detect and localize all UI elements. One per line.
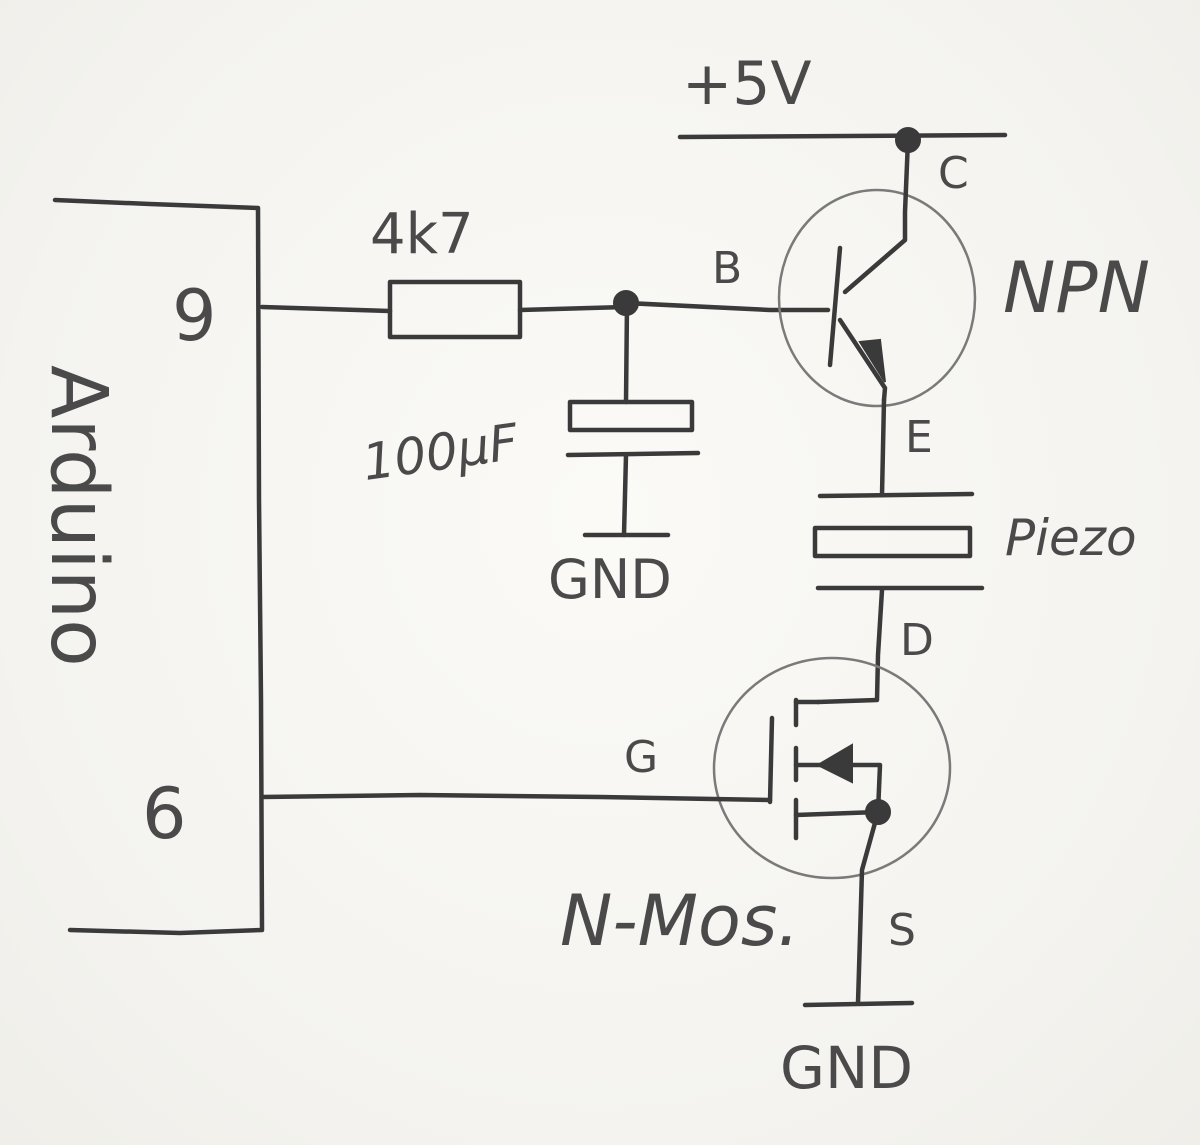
nmos-drain-label: D [900,615,934,666]
nmos-gate-bar [767,715,775,805]
nmos-transistor [712,656,952,880]
capacitor-plate [565,450,701,458]
npn-transistor [777,137,977,408]
npn-collector-label: C [938,148,969,199]
wire-source-gnd [855,809,881,1006]
pin-6-label: 6 [142,773,187,855]
capacitor-100uf [567,399,695,433]
wire-emitter-piezo [879,397,887,498]
nmos-source-label: S [888,905,916,956]
piezo-crystal [812,525,973,559]
resistor-4k7 [387,279,523,340]
npn-collector-wire [842,137,911,295]
wire-pin6-gate [259,792,773,803]
wire-node-capacitor [623,300,630,405]
nmos-body-arrow-icon [815,743,853,784]
pin-9-label: 9 [172,275,217,357]
arduino-label: Arduino [33,365,123,667]
arduino-board [52,197,265,936]
nmos-source-link [793,809,881,818]
wire-capacitor-gnd [621,452,629,538]
wire-resistor-node [517,304,628,313]
wire-pin9-resistor [259,304,393,314]
nmos-type-label: N-Mos. [560,880,800,962]
supply-label: +5V [682,49,812,119]
wire-piezo-drain [815,587,885,705]
piezo-label: Piezo [1005,509,1137,567]
gnd-capacitor-label: GND [548,548,672,611]
npn-emitter-label: E [905,412,933,463]
gnd-mosfet-label: GND [780,1034,913,1102]
npn-base-bar [827,245,843,368]
wire-node-base [623,300,831,313]
piezo-buzzer [812,491,985,591]
npn-emitter-wire [837,317,888,403]
nmos-body-circle [712,656,952,880]
gnd-symbol-mosfet [802,1000,915,1008]
npn-type-label: NPN [1003,247,1150,329]
piezo-top-plate [817,491,975,499]
npn-emitter-arrow-icon [858,338,886,383]
nmos-gate-label: G [624,732,658,783]
npn-base-label: B [712,243,742,294]
supply-rail [677,132,1008,140]
capacitor-value-label: 100µF [359,413,523,492]
npn-body-circle [777,188,977,408]
resistor-value-label: 4k7 [370,202,474,267]
